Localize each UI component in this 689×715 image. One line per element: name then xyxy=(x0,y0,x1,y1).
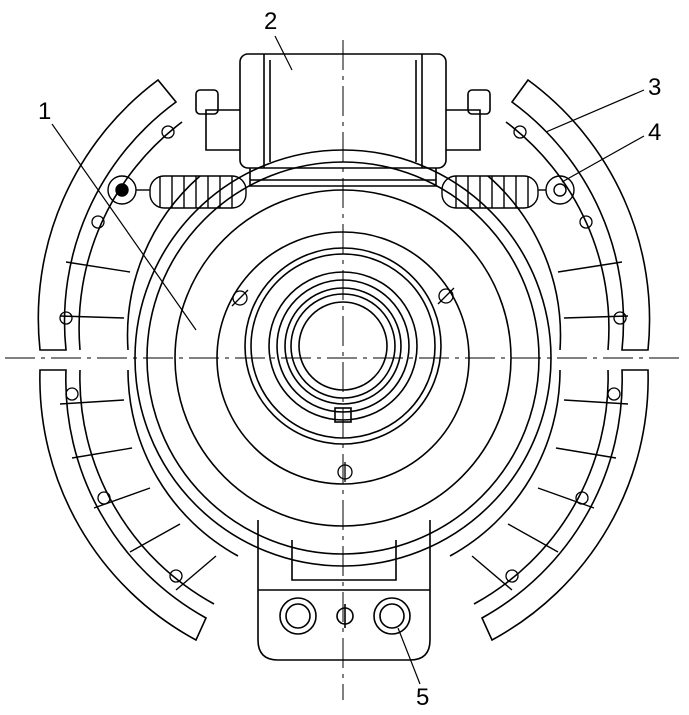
backing-plate xyxy=(134,149,552,567)
hub-bolts xyxy=(231,287,455,482)
center-lines xyxy=(5,40,684,700)
hub xyxy=(244,247,442,445)
callout-2-label: 2 xyxy=(264,8,278,35)
right-brake-shoe xyxy=(449,78,651,642)
return-springs xyxy=(107,175,575,209)
lining-rivets xyxy=(59,125,627,583)
lining-dividers xyxy=(59,261,629,591)
callout-4-label: 4 xyxy=(648,119,662,146)
leader-lines xyxy=(51,35,645,685)
callout-3-label: 3 xyxy=(648,74,662,101)
left-brake-shoe xyxy=(37,78,239,642)
callout-1-label: 1 xyxy=(38,98,52,125)
wheel-cylinder xyxy=(195,53,491,187)
anchor-block xyxy=(257,520,431,661)
callout-5-label: 5 xyxy=(416,684,430,711)
